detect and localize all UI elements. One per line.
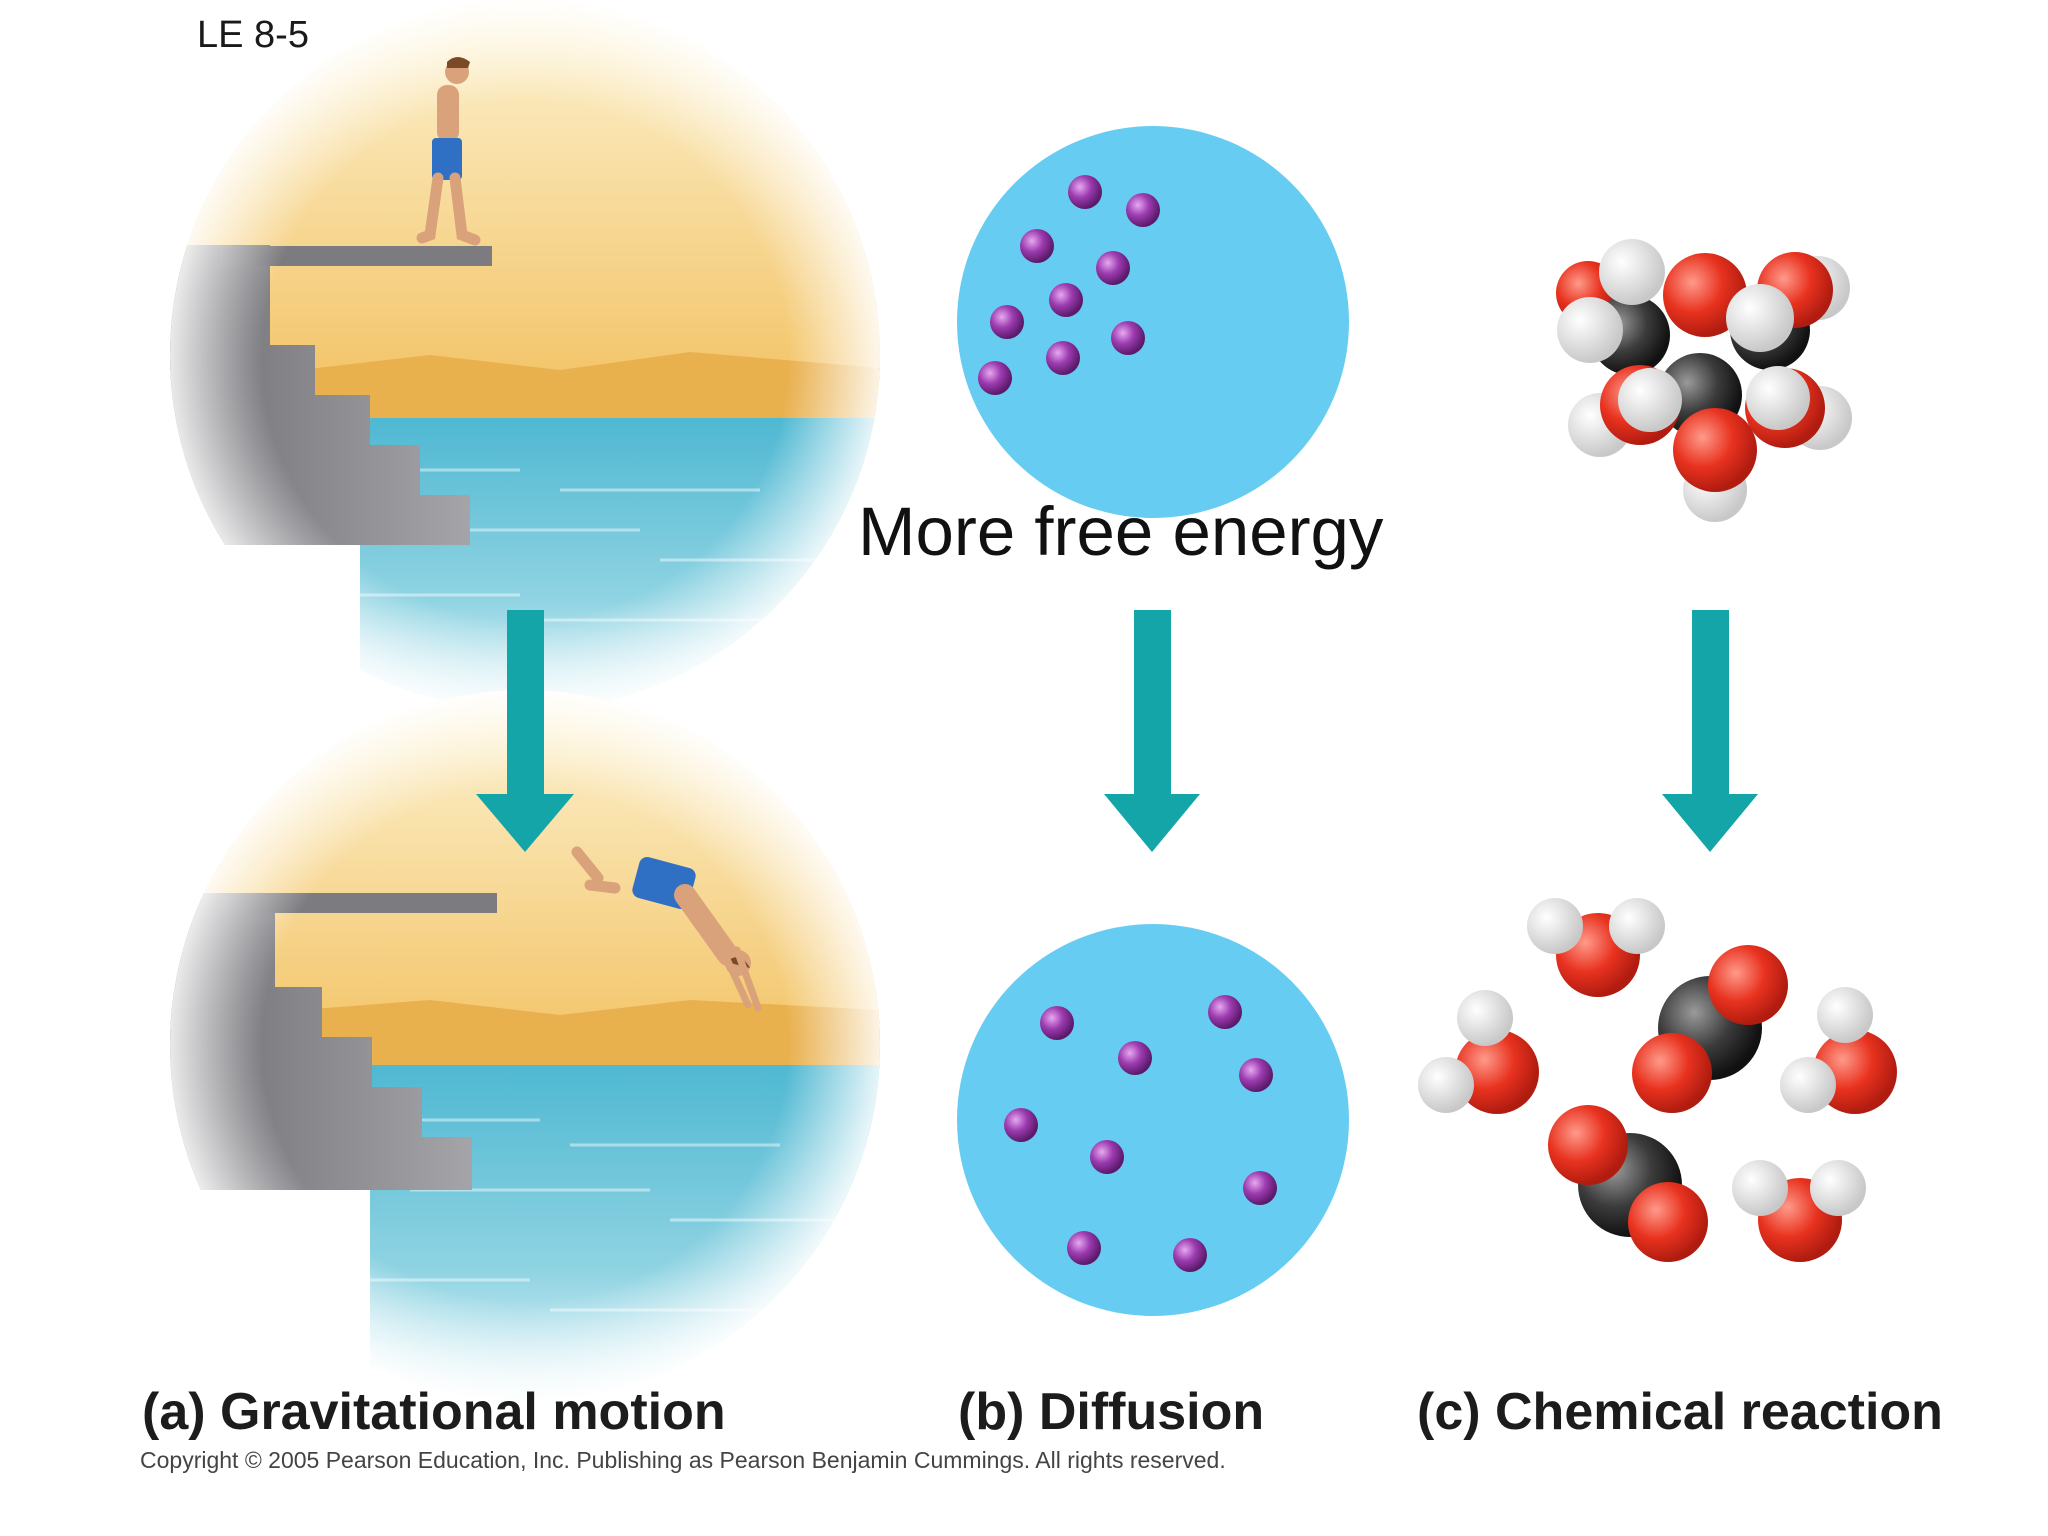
diffusion-container-before (957, 126, 1349, 518)
down-arrow-b (1104, 610, 1200, 852)
clustered-particles (978, 175, 1160, 395)
water-molecule-1 (1527, 898, 1665, 997)
more-free-energy-label: More free energy (858, 493, 1384, 570)
copyright-notice: Copyright © 2005 Pearson Education, Inc.… (140, 1447, 1226, 1473)
glucose-molecule (1556, 239, 1852, 522)
standing-diver-icon (416, 57, 481, 246)
dispersed-particles (1004, 995, 1277, 1272)
down-arrow-a (476, 610, 574, 852)
down-arrow-c (1662, 610, 1758, 852)
slide-label: LE 8-5 (197, 14, 309, 56)
water-molecule-2 (1418, 990, 1539, 1114)
diving-diver-icon (571, 846, 762, 1012)
caption-gravitational-motion: (a) Gravitational motion (142, 1383, 726, 1441)
water-molecule-3 (1780, 987, 1897, 1114)
caption-chemical-reaction: (c) Chemical reaction (1417, 1383, 1943, 1441)
caption-diffusion: (b) Diffusion (958, 1383, 1265, 1441)
co2-molecule-1 (1632, 945, 1788, 1113)
co2-molecule-2 (1548, 1105, 1708, 1262)
water-molecule-4 (1732, 1160, 1866, 1262)
